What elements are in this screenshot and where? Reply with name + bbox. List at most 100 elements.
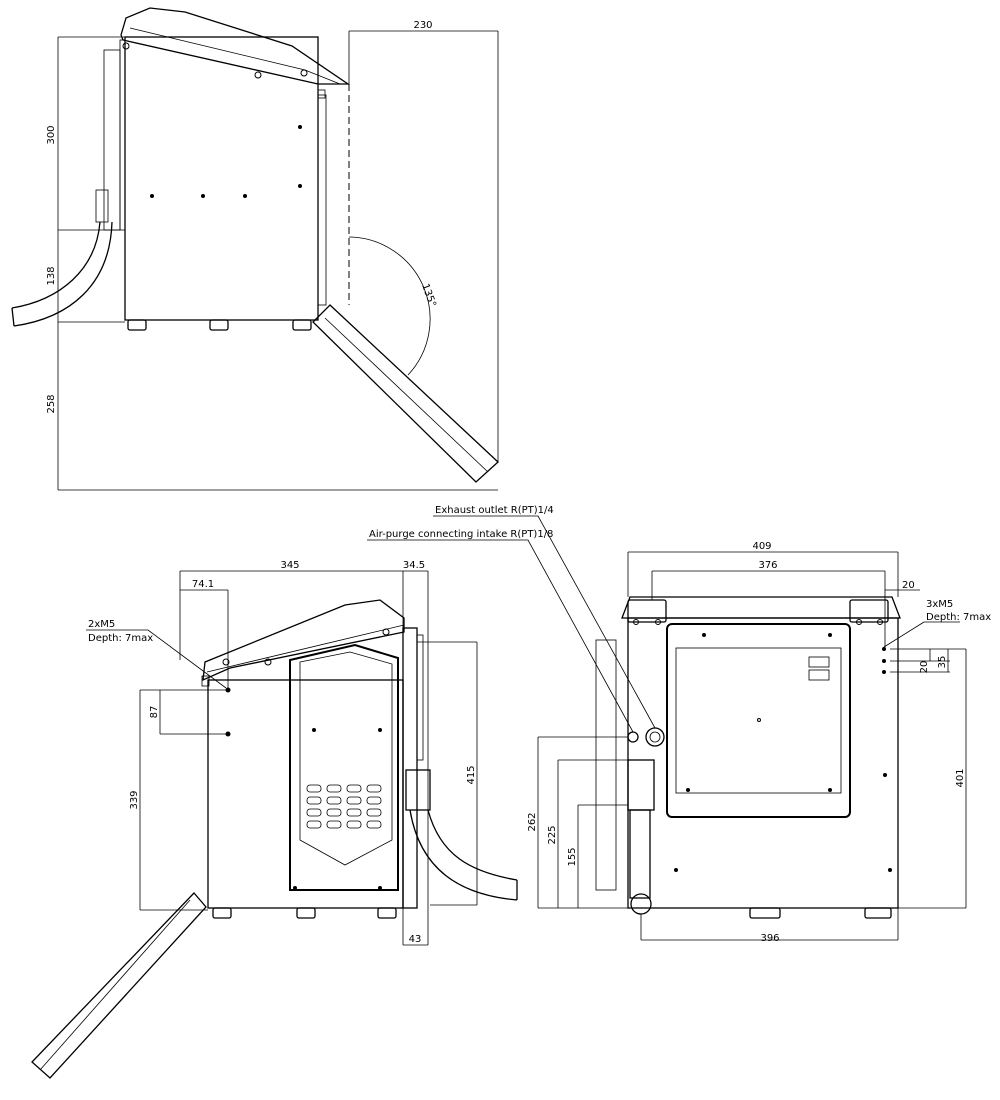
front-m5-hole — [882, 670, 886, 674]
upper-lid-screw — [254, 71, 262, 79]
front-m5-hole — [882, 659, 886, 663]
front-foot — [864, 907, 892, 919]
front-screw — [877, 619, 883, 625]
front-fastener — [702, 633, 706, 637]
side-lid-edge — [206, 624, 405, 673]
front-m5-label: 3xM5 — [926, 599, 953, 610]
side-m5-depth-label: Depth: 7max — [88, 633, 153, 644]
front-dim-35: 35 — [937, 656, 948, 669]
upper-cable-end — [11, 307, 15, 327]
upper-foot — [127, 319, 147, 331]
upper-cable — [11, 221, 101, 309]
front-hinge-right — [849, 599, 889, 623]
front-body-outline — [627, 617, 899, 909]
side-open-door — [31, 892, 207, 1079]
front-fastener — [883, 773, 887, 777]
front-dim-262: 262 — [527, 812, 538, 831]
upper-cable — [13, 221, 113, 327]
front-air-purge-port — [627, 731, 639, 743]
upper-dim-angle: 135° — [419, 282, 438, 308]
upper-fastener — [150, 194, 154, 198]
side-rear-plate — [402, 627, 418, 909]
front-exhaust-leader — [433, 515, 656, 729]
front-hinge-left — [627, 599, 667, 623]
side-lid — [202, 599, 405, 682]
side-cable — [409, 809, 518, 901]
upper-rear-latch — [317, 89, 326, 99]
side-dim-345: 345 — [280, 560, 299, 571]
front-m5-depth-label: Depth: 7max — [926, 612, 991, 623]
upper-dim-258: 258 — [46, 394, 57, 413]
side-lid-screw — [222, 658, 230, 666]
upper-lid-screw — [122, 42, 130, 50]
side-foot — [212, 907, 232, 919]
front-dim-20v: 20 — [919, 661, 930, 674]
front-view: 409 376 20 396 401 262 225 155 20 35 Exh… — [367, 505, 991, 944]
front-window-frame — [666, 623, 851, 818]
upper-lid-screw — [300, 69, 308, 77]
side-inner-cover — [299, 651, 393, 866]
front-lid — [621, 596, 901, 619]
upper-dim-230: 230 — [413, 20, 432, 31]
side-cable-gland — [405, 769, 431, 811]
upper-dim-138: 138 — [46, 266, 57, 285]
upper-lid — [120, 7, 351, 85]
front-screw — [633, 619, 639, 625]
front-dim-376: 376 — [758, 560, 777, 571]
front-exhaust-port — [645, 727, 665, 747]
side-dim-339: 339 — [129, 790, 140, 809]
front-cable — [629, 809, 651, 899]
upper-body-outline — [124, 36, 319, 321]
side-dim-74: 74.1 — [192, 579, 214, 590]
side-fastener — [378, 728, 382, 732]
front-indicator — [808, 669, 830, 681]
front-fastener — [828, 633, 832, 637]
side-cable — [427, 809, 518, 881]
side-body-outline — [207, 679, 404, 909]
front-fastener — [888, 868, 892, 872]
side-dim-34: 34.5 — [403, 560, 425, 571]
upper-fastener — [298, 125, 302, 129]
front-air-purge-leader — [367, 539, 634, 733]
front-cable-gland — [627, 759, 655, 811]
side-rear-panel — [416, 634, 424, 761]
front-fastener — [686, 788, 690, 792]
side-latch — [201, 675, 210, 687]
front-m5-hole — [882, 647, 886, 651]
front-dim-409: 409 — [752, 541, 771, 552]
upper-door-edge — [324, 317, 489, 473]
side-vent-grille — [306, 784, 382, 829]
side-door-edge — [39, 899, 191, 1071]
front-side-cable-cover — [595, 639, 617, 891]
side-lid-screw — [264, 658, 272, 666]
side-dim-415: 415 — [466, 765, 477, 784]
front-exhaust-port-inner — [649, 731, 661, 743]
upper-rear-plate — [317, 94, 327, 306]
side-dim-43: 43 — [409, 934, 422, 945]
front-air-purge-label: Air-purge connecting intake R(PT)1/8 — [369, 529, 553, 540]
front-center-mark — [757, 718, 761, 722]
side-foot — [296, 907, 316, 919]
upper-side-panel — [103, 49, 121, 231]
side-dim-87: 87 — [149, 706, 160, 719]
front-screw — [655, 619, 661, 625]
front-fastener — [828, 788, 832, 792]
front-window-pane — [675, 647, 842, 794]
front-m5-leader — [883, 621, 925, 648]
side-foot — [377, 907, 397, 919]
front-fastener — [674, 868, 678, 872]
front-cable-end — [630, 893, 652, 915]
upper-foot — [292, 319, 312, 331]
front-indicator — [808, 656, 830, 668]
side-fastener — [293, 886, 297, 890]
front-dim-396: 396 — [760, 933, 779, 944]
side-fastener — [378, 886, 382, 890]
front-screw — [856, 619, 862, 625]
upper-dim-300: 300 — [46, 125, 57, 144]
side-fastener — [312, 728, 316, 732]
upper-angle-arc — [348, 236, 431, 376]
side-m5-label: 2xM5 — [88, 619, 115, 630]
front-exhaust-label: Exhaust outlet R(PT)1/4 — [435, 505, 554, 516]
upper-fastener — [201, 194, 205, 198]
